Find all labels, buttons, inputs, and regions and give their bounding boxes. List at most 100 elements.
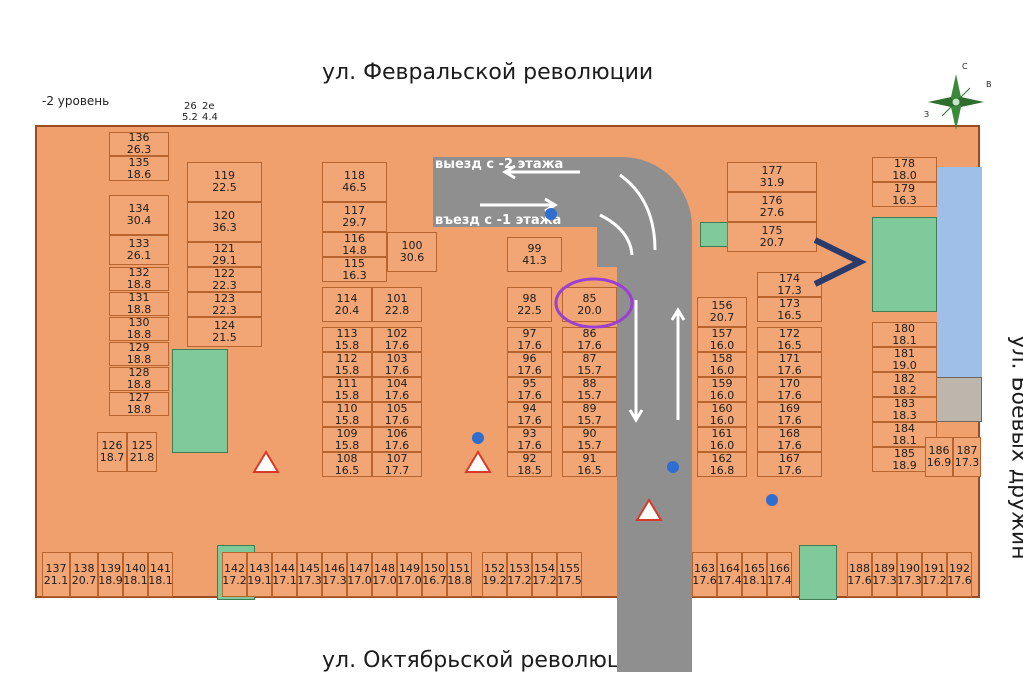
parking-spot[interactable]: 14118.1 <box>148 552 173 597</box>
parking-spot[interactable]: 13626.3 <box>109 132 169 156</box>
parking-spot[interactable]: 11115.8 <box>322 377 372 402</box>
parking-spot[interactable]: 9617.6 <box>507 352 552 377</box>
parking-spot[interactable]: 14917.0 <box>397 552 422 597</box>
parking-spot[interactable]: 15716.0 <box>697 327 747 352</box>
parking-spot[interactable]: 12129.1 <box>187 242 262 267</box>
parking-spot[interactable]: 12918.8 <box>109 342 169 366</box>
parking-spot[interactable]: 9317.6 <box>507 427 552 452</box>
parking-spot[interactable]: 19117.2 <box>922 552 947 597</box>
parking-spot[interactable]: 10816.5 <box>322 452 372 477</box>
parking-spot[interactable]: 16917.6 <box>757 402 822 427</box>
parking-spot[interactable]: 10517.6 <box>372 402 422 427</box>
parking-spot[interactable]: 14417.1 <box>272 552 297 597</box>
parking-spot[interactable]: 13918.9 <box>98 552 123 597</box>
parking-spot[interactable]: 13518.6 <box>109 156 169 181</box>
parking-spot[interactable]: 8815.7 <box>562 377 617 402</box>
parking-spot[interactable]: 17520.7 <box>727 222 817 252</box>
parking-spot[interactable]: 13721.1 <box>42 552 70 597</box>
parking-spot[interactable]: 10317.6 <box>372 352 422 377</box>
parking-spot[interactable]: 8715.7 <box>562 352 617 377</box>
parking-spot[interactable]: 11614.8 <box>322 232 387 257</box>
parking-spot[interactable]: 16317.6 <box>692 552 717 597</box>
parking-spot[interactable]: 18119.0 <box>872 347 937 372</box>
parking-spot[interactable]: 18418.1 <box>872 422 937 447</box>
parking-spot[interactable]: 8915.7 <box>562 402 617 427</box>
parking-spot[interactable]: 15620.7 <box>697 297 747 327</box>
parking-spot[interactable]: 15517.5 <box>557 552 582 597</box>
parking-spot[interactable]: 12521.8 <box>127 432 157 472</box>
parking-spot[interactable]: 11516.3 <box>322 257 387 282</box>
parking-spot[interactable]: 14217.2 <box>222 552 247 597</box>
parking-spot[interactable]: 11215.8 <box>322 352 372 377</box>
parking-spot[interactable]: 16717.6 <box>757 452 822 477</box>
parking-spot[interactable]: 15118.8 <box>447 552 472 597</box>
parking-spot[interactable]: 18817.6 <box>847 552 872 597</box>
parking-spot[interactable]: 11315.8 <box>322 327 372 352</box>
parking-spot[interactable]: 8617.6 <box>562 327 617 352</box>
parking-spot[interactable]: 13118.8 <box>109 292 169 316</box>
parking-spot[interactable]: 14717.0 <box>347 552 372 597</box>
parking-spot[interactable]: 19217.6 <box>947 552 972 597</box>
parking-spot[interactable]: 9941.3 <box>507 237 562 272</box>
parking-spot[interactable]: 15916.0 <box>697 377 747 402</box>
parking-spot[interactable]: 12718.8 <box>109 392 169 416</box>
parking-spot[interactable]: 13218.8 <box>109 267 169 291</box>
parking-spot[interactable]: 15219.2 <box>482 552 507 597</box>
parking-spot[interactable]: 14319.1 <box>247 552 272 597</box>
parking-spot[interactable]: 17818.0 <box>872 157 937 182</box>
parking-spot[interactable]: 12036.3 <box>187 202 262 242</box>
parking-spot[interactable]: 18917.3 <box>872 552 897 597</box>
parking-spot[interactable]: 10717.7 <box>372 452 422 477</box>
parking-spot[interactable]: 15317.2 <box>507 552 532 597</box>
parking-spot[interactable]: 17417.3 <box>757 272 822 297</box>
parking-spot[interactable]: 14517.3 <box>297 552 322 597</box>
parking-spot[interactable]: 18018.1 <box>872 322 937 347</box>
parking-spot[interactable]: 9116.5 <box>562 452 617 477</box>
parking-spot[interactable]: 9218.5 <box>507 452 552 477</box>
parking-spot-highlighted[interactable]: 8520.0 <box>562 287 617 322</box>
parking-spot[interactable]: 16116.0 <box>697 427 747 452</box>
parking-spot[interactable]: 14018.1 <box>123 552 148 597</box>
parking-spot[interactable]: 10030.6 <box>387 232 437 272</box>
parking-spot[interactable]: 10417.6 <box>372 377 422 402</box>
parking-spot[interactable]: 11922.5 <box>187 162 262 202</box>
parking-spot[interactable]: 16518.1 <box>742 552 767 597</box>
parking-spot[interactable]: 12222.3 <box>187 267 262 292</box>
parking-spot[interactable]: 15016.7 <box>422 552 447 597</box>
parking-spot[interactable]: 17731.9 <box>727 162 817 192</box>
parking-spot[interactable]: 15417.2 <box>532 552 557 597</box>
parking-spot[interactable]: 17916.3 <box>872 182 937 207</box>
parking-spot[interactable]: 12618.7 <box>97 432 127 472</box>
parking-spot[interactable]: 18616.9 <box>925 437 953 477</box>
parking-spot[interactable]: 18318.3 <box>872 397 937 422</box>
parking-spot[interactable]: 13820.7 <box>70 552 98 597</box>
parking-spot[interactable]: 9517.6 <box>507 377 552 402</box>
parking-spot[interactable]: 11015.8 <box>322 402 372 427</box>
parking-spot[interactable]: 16016.0 <box>697 402 747 427</box>
parking-spot[interactable]: 16216.8 <box>697 452 747 477</box>
parking-spot[interactable]: 14817.0 <box>372 552 397 597</box>
parking-spot[interactable]: 18218.2 <box>872 372 937 397</box>
parking-spot[interactable]: 15816.0 <box>697 352 747 377</box>
parking-spot[interactable]: 12322.3 <box>187 292 262 317</box>
parking-spot[interactable]: 9417.6 <box>507 402 552 427</box>
parking-spot[interactable]: 17117.6 <box>757 352 822 377</box>
parking-spot[interactable]: 10617.6 <box>372 427 422 452</box>
parking-spot[interactable]: 10122.8 <box>372 287 422 322</box>
parking-spot[interactable]: 11729.7 <box>322 202 387 232</box>
parking-spot[interactable]: 12421.5 <box>187 317 262 347</box>
parking-spot[interactable]: 12818.8 <box>109 367 169 391</box>
parking-spot[interactable]: 17216.5 <box>757 327 822 352</box>
parking-spot[interactable]: 19017.3 <box>897 552 922 597</box>
parking-spot[interactable]: 16417.4 <box>717 552 742 597</box>
parking-spot[interactable]: 16617.4 <box>767 552 792 597</box>
parking-spot[interactable]: 9015.7 <box>562 427 617 452</box>
parking-spot[interactable]: 9717.6 <box>507 327 552 352</box>
parking-spot[interactable]: 13326.1 <box>109 235 169 265</box>
parking-spot[interactable]: 11420.4 <box>322 287 372 322</box>
parking-spot[interactable]: 9822.5 <box>507 287 552 322</box>
parking-spot[interactable]: 13430.4 <box>109 195 169 235</box>
parking-spot[interactable]: 17316.5 <box>757 297 822 322</box>
parking-spot[interactable]: 17627.6 <box>727 192 817 222</box>
parking-spot[interactable]: 16817.6 <box>757 427 822 452</box>
